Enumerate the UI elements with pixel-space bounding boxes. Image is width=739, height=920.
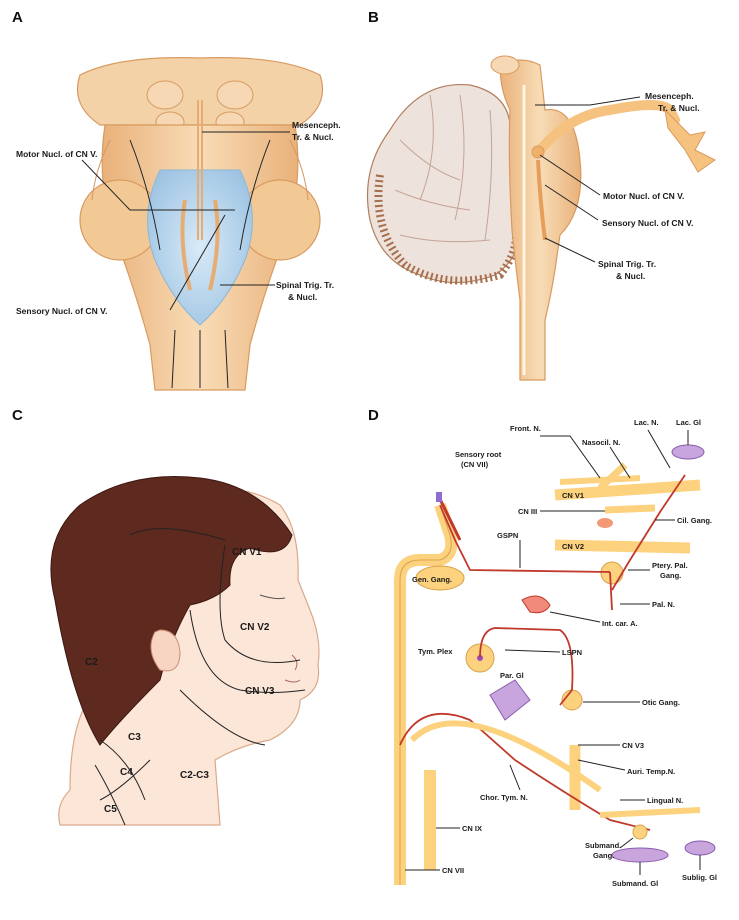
a-sensory-nucl-label: Sensory Nucl. of CN V.	[16, 306, 107, 316]
c-region-v3: CN V3	[245, 686, 275, 697]
d-submand-gang-label-1: Submand.	[585, 841, 621, 850]
d-cn-vii-label: CN VII	[442, 866, 464, 875]
d-cn-v1-label: CN V1	[562, 491, 584, 500]
a-spinal-trig-label-1: Spinal Trig. Tr.	[276, 280, 334, 290]
d-lac-gl-label: Lac. Gl	[676, 418, 701, 427]
b-spinal-trig-label-1: Spinal Trig. Tr.	[598, 259, 656, 269]
panel-a: A Mesenceph	[12, 9, 341, 390]
c-region-v2: CN V2	[240, 622, 270, 633]
d-gspn-label: GSPN	[497, 531, 518, 540]
panel-a-letter: A	[12, 9, 23, 26]
d-sensory-root-label-2: (CN VII)	[461, 460, 489, 469]
d-front-n-label: Front. N.	[510, 424, 541, 433]
cerebellum-sagittal	[368, 85, 521, 283]
b-mesenceph-label-2: Tr. & Nucl.	[658, 103, 700, 113]
b-spinal-trig-label-2: & Nucl.	[616, 271, 645, 281]
d-lingual-n-label: Lingual N.	[647, 796, 683, 805]
d-cn-v2-label: CN V2	[562, 542, 584, 551]
d-cil-gang-label: Cil. Gang.	[677, 516, 712, 525]
d-par-gl-label: Par. Gl	[500, 671, 524, 680]
c-region-c4: C4	[120, 767, 133, 778]
b-mesenceph-label-1: Mesenceph.	[645, 91, 694, 101]
panel-b-letter: B	[368, 9, 379, 26]
d-gen-gang-label: Gen. Gang.	[412, 575, 452, 584]
brainstem-dorsal-view	[78, 58, 323, 390]
d-ptery-pal-label-1: Ptery. Pal.	[652, 561, 688, 570]
c-region-c2-c3: C2-C3	[180, 770, 209, 781]
b-motor-nucl-label: Motor Nucl. of CN V.	[603, 191, 684, 201]
d-pal-n-label: Pal. N.	[652, 600, 675, 609]
c-region-c3: C3	[128, 732, 141, 743]
d-submand-gl-label: Submand. Gl	[612, 879, 658, 888]
panel-d: D	[368, 407, 717, 888]
d-otic-gang-label: Otic Gang.	[642, 698, 680, 707]
d-nasocil-n-label: Nasocil. N.	[582, 438, 620, 447]
a-motor-nucl-label: Motor Nucl. of CN V.	[16, 149, 97, 159]
d-ptery-pal-label-2: Gang.	[660, 571, 681, 580]
c-region-c2: C2	[85, 657, 98, 668]
c-region-c5: C5	[104, 804, 117, 815]
d-tym-plex-label: Tym. Plex	[418, 647, 453, 656]
d-int-car-a-label: Int. car. A.	[602, 619, 638, 628]
panel-b: B Mesenceph. Tr. & Nucl. Motor Nucl. of …	[368, 9, 716, 380]
panel-c-letter: C	[12, 407, 23, 424]
d-sensory-root-label-1: Sensory root	[455, 450, 502, 459]
panel-d-letter: D	[368, 407, 379, 424]
d-lspn-label: LSPN	[562, 648, 582, 657]
a-mesenceph-label-2: Tr. & Nucl.	[292, 132, 334, 142]
a-spinal-trig-label-2: & Nucl.	[288, 292, 317, 302]
d-lac-n-label: Lac. N.	[634, 418, 659, 427]
d-cn-iii-label: CN III	[518, 507, 537, 516]
panel-c: C CN V1 CN V2 CN V3 C2 C3 C4 C2-C3	[12, 407, 319, 825]
d-cn-ix-label: CN IX	[462, 824, 482, 833]
d-cn-v3-label: CN V3	[622, 741, 644, 750]
d-sublig-gl-label: Sublig. Gl	[682, 873, 717, 882]
b-sensory-nucl-label: Sensory Nucl. of CN V.	[602, 218, 693, 228]
d-chor-tym-n-label: Chor. Tym. N.	[480, 793, 528, 802]
d-submand-gang-label-2: Gang.	[593, 851, 614, 860]
a-mesenceph-label-1: Mesenceph.	[292, 120, 341, 130]
d-auri-temp-n-label: Auri. Temp.N.	[627, 767, 675, 776]
c-region-v1: CN V1	[232, 547, 262, 558]
